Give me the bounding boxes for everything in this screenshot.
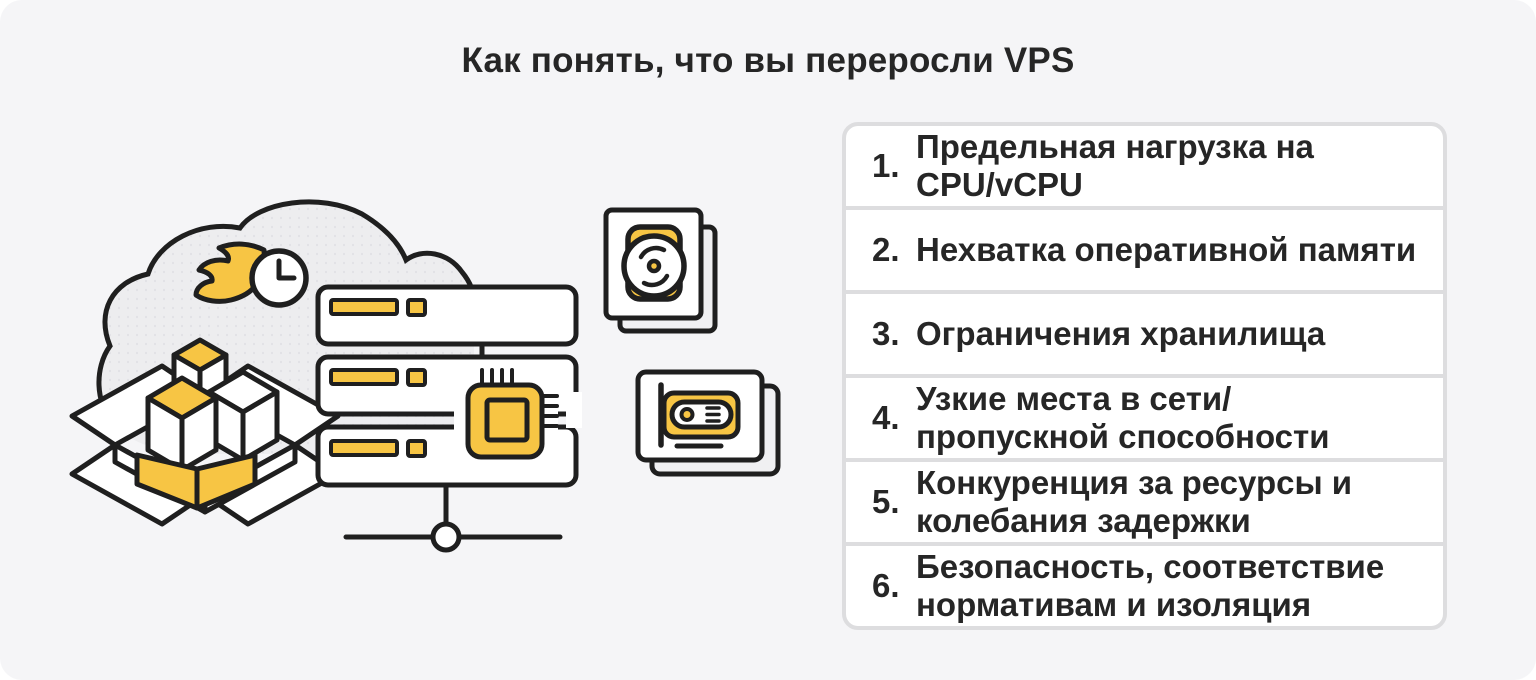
list-item-number: 2. [872,231,900,268]
list-item: 3. Ограничения хранилища [846,294,1443,374]
list-item-text: Ограничения хранилища [916,315,1326,352]
list-item-number: 3. [872,315,900,352]
list-item-number: 5. [872,483,900,520]
list-item-text: Нехватка оперативной памяти [916,231,1417,268]
server-rack-icon [315,284,582,488]
list-item-text: Узкие места в сети/пропускной способност… [916,380,1330,455]
list-item-number: 1. [872,147,900,184]
hdd-disk-icon [603,207,718,334]
list-item-number: 4. [872,399,900,436]
network-card-icon [635,369,781,477]
server-leds [329,298,427,458]
list-item: 2. Нехватка оперативной памяти [846,210,1443,290]
list-item: 5. Конкуренция за ресурсы и колебания за… [846,462,1443,542]
list-item-text: Конкуренция за ресурсы и колебания задер… [916,464,1353,539]
list-item: 6. Безопасность, соответствие нормативам… [846,546,1443,626]
list-item: 1. Предельная нагрузка на CPU/vCPU [846,126,1443,206]
speed-clock-icon [193,241,309,308]
page-title: Как понять, что вы переросли VPS [461,41,1075,80]
cpu-chip-icon [454,368,582,470]
list-item: 4. Узкие места в сети/пропускной способн… [846,378,1443,458]
package-box-icon [69,337,341,527]
right-cube [206,369,280,463]
network-node-dot [430,521,462,553]
checklist-panel: 1. Предельная нагрузка на CPU/vCPU 2. Не… [842,122,1447,630]
list-item-text: Предельная нагрузка на CPU/vCPU [916,128,1314,203]
list-item-number: 6. [872,567,900,604]
list-item-text: Безопасность, соответствие нормативам и … [916,548,1385,623]
big-cube [145,375,219,473]
